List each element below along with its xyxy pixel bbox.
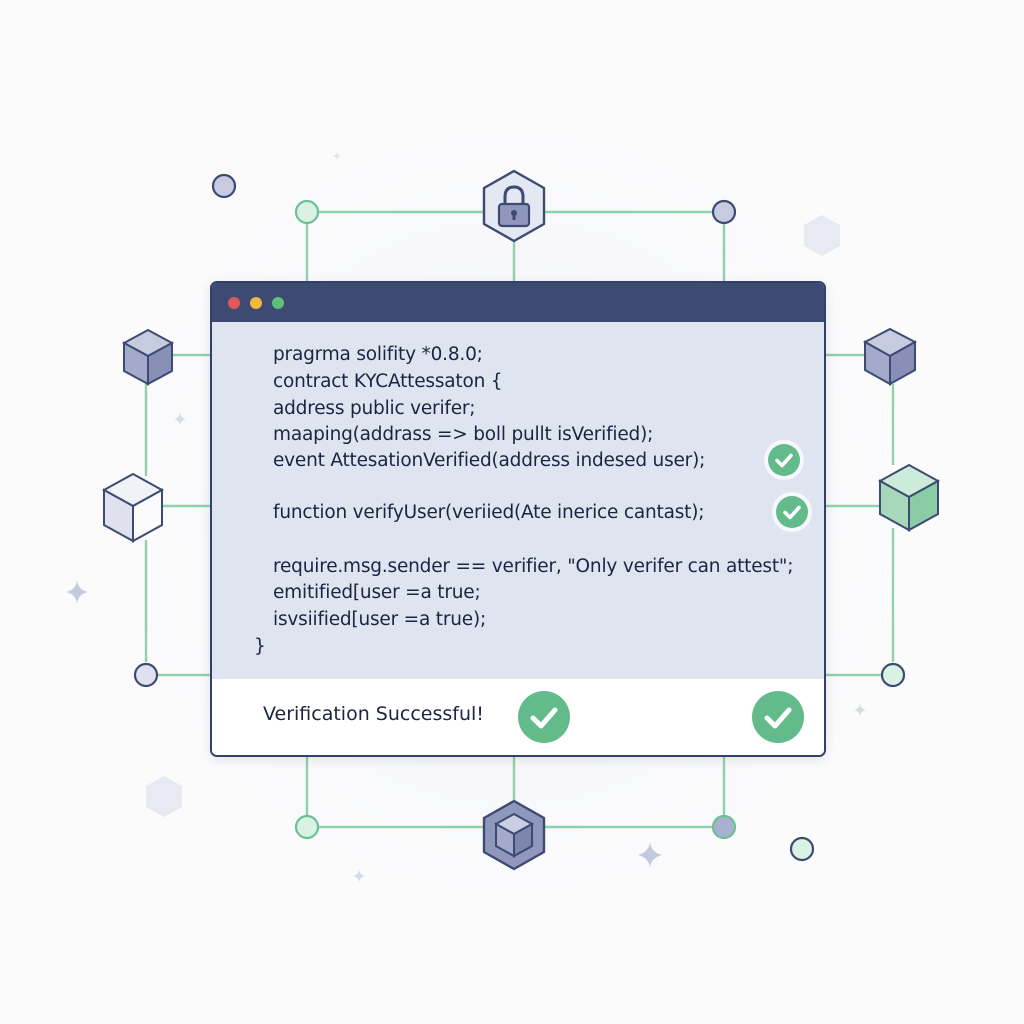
check-icon <box>776 496 808 528</box>
code-line: event AttesationVerified(address indesed… <box>273 450 706 471</box>
code-line: require.msg.sender == verifier, "Only ve… <box>273 556 794 577</box>
code-area: pragrma solifity *0.8.0; contract KYCAtt… <box>212 322 824 679</box>
window-titlebar <box>212 283 824 322</box>
check-icon <box>752 691 804 743</box>
code-editor-window: pragrma solifity *0.8.0; contract KYCAtt… <box>210 281 826 757</box>
node-circle <box>711 814 737 840</box>
code-line: contract KYCAttessaton { <box>273 371 503 392</box>
decorative-hexagon <box>804 215 840 256</box>
cube-node <box>482 799 546 871</box>
node-circle <box>880 662 906 688</box>
code-line: maaping(addrass => boll pullt isVerified… <box>273 424 654 445</box>
check-icon <box>768 444 800 476</box>
node-circle <box>789 836 815 862</box>
code-line: address public verifer; <box>273 398 476 419</box>
lock-node <box>482 169 546 243</box>
connector-lines <box>144 210 895 829</box>
node-circle <box>211 173 237 199</box>
maximize-dot[interactable] <box>272 297 284 309</box>
sparkle-icons <box>66 152 866 882</box>
cube-icon <box>862 327 918 386</box>
code-line: isvsiified[user =a true); <box>273 609 487 630</box>
node-circle <box>294 199 320 225</box>
verification-status-text: Verification Successful! <box>263 703 484 725</box>
code-line: pragrma solifity *0.8.0; <box>273 344 483 365</box>
code-line: emitified[user =a true; <box>273 582 481 603</box>
code-line: function verifyUser(veriied(Ate inerice … <box>273 502 705 523</box>
status-footer: Verification Successful! <box>212 679 824 755</box>
close-dot[interactable] <box>228 297 240 309</box>
check-icon <box>518 691 570 743</box>
cube-icon <box>877 463 941 532</box>
minimize-dot[interactable] <box>250 297 262 309</box>
node-circle <box>294 814 320 840</box>
decorative-hexagon <box>146 776 182 817</box>
node-circle <box>711 199 737 225</box>
code-closing-brace: } <box>254 636 266 657</box>
node-circle <box>133 662 159 688</box>
cube-icon <box>101 472 165 543</box>
lock-icon <box>503 185 525 205</box>
cube-icon <box>121 328 175 386</box>
